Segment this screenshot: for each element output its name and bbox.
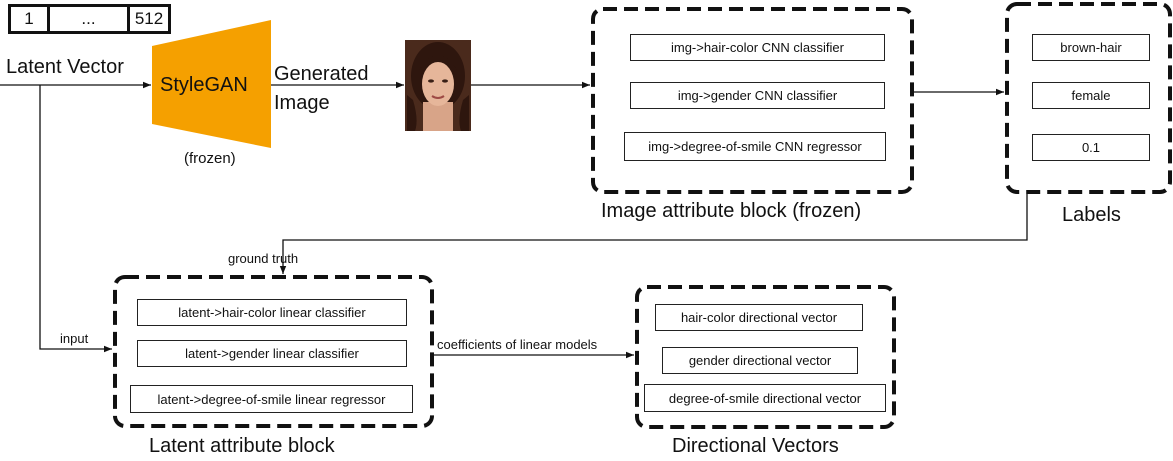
directional-vectors-block-border (635, 285, 896, 429)
labels-item-hair: brown-hair (1032, 34, 1150, 61)
image-attribute-item-gender: img->gender CNN classifier (630, 82, 885, 109)
latent-vector-cell-ellipsis: ... (47, 4, 130, 34)
stylegan-frozen-note: (frozen) (184, 150, 236, 167)
directional-vector-item-gender: gender directional vector (662, 347, 858, 374)
latent-attribute-block-title: Latent attribute block (149, 435, 335, 457)
latent-vector-cell-last: 512 (127, 4, 171, 34)
image-attribute-item-hair-color: img->hair-color CNN classifier (630, 34, 885, 61)
directional-vectors-block-title: Directional Vectors (672, 435, 839, 457)
arrow-labels-ground-truth (279, 194, 1028, 274)
latent-attribute-block-border (113, 275, 434, 428)
labels-item-smile: 0.1 (1032, 134, 1150, 161)
ground-truth-label: ground truth (228, 251, 299, 266)
image-attribute-item-smile: img->degree-of-smile CNN regressor (624, 132, 886, 161)
arrow-latent-input (39, 85, 112, 353)
image-attribute-block-title: Image attribute block (frozen) (601, 200, 862, 222)
directional-vector-item-hair-color: hair-color directional vector (655, 304, 863, 331)
generated-image-label-line1: Generated (274, 63, 369, 85)
latent-vector-cell-first: 1 (8, 4, 50, 34)
labels-block-border (1005, 2, 1172, 194)
directional-vector-item-smile: degree-of-smile directional vector (644, 384, 886, 412)
labels-block-title: Labels (1062, 204, 1121, 226)
face-photo-icon (405, 40, 471, 131)
labels-item-gender: female (1032, 82, 1150, 109)
latent-attribute-item-smile: latent->degree-of-smile linear regressor (130, 385, 413, 413)
coefficients-label: coefficients of linear models (437, 337, 598, 352)
stylegan-trapezoid (152, 20, 271, 148)
latent-attribute-item-hair-color: latent->hair-color linear classifier (137, 299, 407, 326)
image-attribute-block-border (591, 7, 914, 194)
generated-image-label-line2: Image (274, 92, 330, 114)
latent-vector-label: Latent Vector (6, 56, 124, 78)
input-label: input (60, 331, 89, 346)
latent-attribute-item-gender: latent->gender linear classifier (137, 340, 407, 367)
stylegan-label: StyleGAN (160, 74, 248, 96)
